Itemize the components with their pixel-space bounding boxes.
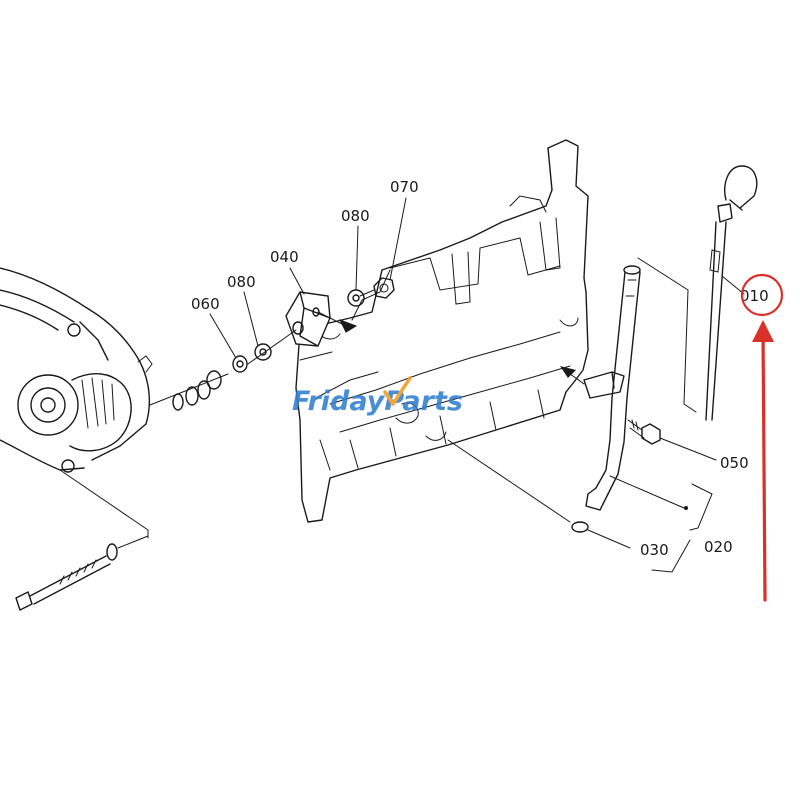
part-label-080-left[interactable]: 080 [227,273,256,291]
highlight-circle [740,273,784,317]
part-label-020[interactable]: 020 [704,538,733,556]
watermark-logo: FridayParts [292,376,463,417]
group-bracket-020 [651,483,713,573]
part-labels: 010 020 030 040 050 060 070 080 080 [191,178,769,559]
part-label-050[interactable]: 050 [720,454,749,472]
part-label-030[interactable]: 030 [640,541,669,559]
part-label-070[interactable]: 070 [390,178,419,196]
part-label-060[interactable]: 060 [191,295,220,313]
alternator-hardware [149,370,229,411]
watermark-text-parts: Parts [384,386,463,417]
alternator [0,267,153,473]
o-ring-030 [447,439,631,549]
highlight-marker [740,273,784,602]
watermark-text-friday: Friday [292,386,386,417]
highlight-arrow-shaft [761,328,767,602]
long-bolt [15,469,149,611]
part-label-080-right[interactable]: 080 [341,207,370,225]
bracket-040 [247,291,358,365]
checkmark-icon [383,376,412,406]
part-label-040[interactable]: 040 [270,248,299,266]
dipstick-guide-020 [560,257,697,511]
bolt-050 [627,419,717,461]
leader-lines [209,197,407,359]
svg-text:FridayParts: FridayParts [292,386,463,417]
engine-block [295,139,589,523]
part-label-010[interactable]: 010 [740,287,769,305]
highlight-arrow-head [752,320,774,342]
dipstick-010 [705,165,758,421]
